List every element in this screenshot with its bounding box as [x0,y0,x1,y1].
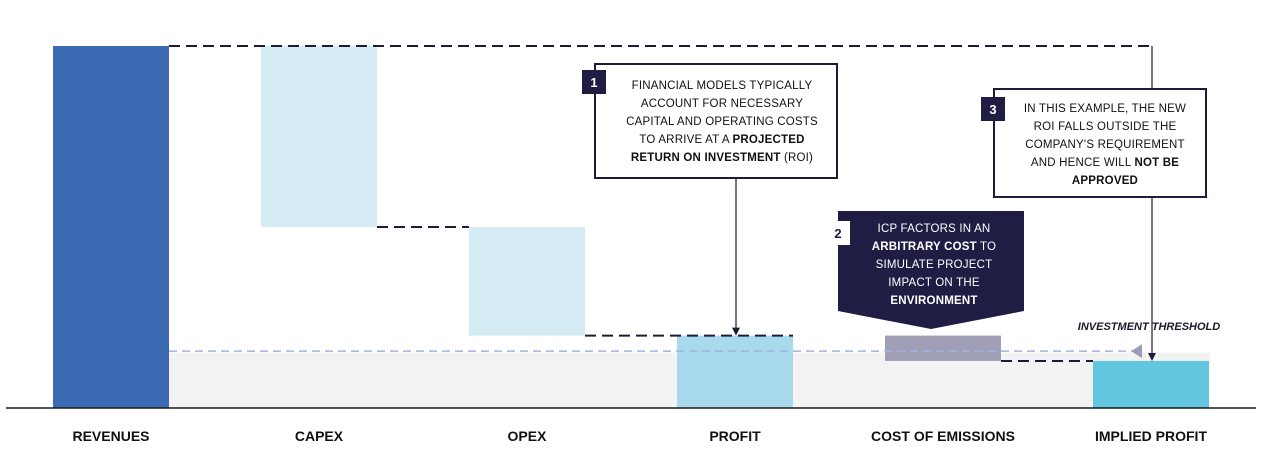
callout-2-segment: ARBITRARY COST [871,241,977,253]
callout-2-pointer [838,311,1024,329]
category-label-capex: CAPEX [295,428,344,444]
callout-1: FINANCIAL MODELS TYPICALLY ACCOUNT FOR N… [594,63,838,179]
bar-profit [677,335,793,408]
category-label-profit: PROFIT [709,428,761,444]
bar-implied-profit [1093,360,1209,408]
callout-2-segment: ENVIRONMENT [890,295,978,307]
callout-1-text: FINANCIAL MODELS TYPICALLY ACCOUNT FOR N… [626,80,818,164]
callout-3-text: IN THIS EXAMPLE, THE NEW ROI FALLS OUTSI… [1024,103,1186,187]
callout-2-number: 2 [826,221,850,245]
category-label-cost-of-emissions: COST OF EMISSIONS [871,428,1015,444]
callout-3-segment: IN THIS EXAMPLE, THE NEW ROI FALLS OUTSI… [1023,103,1187,169]
category-label-implied-profit: IMPLIED PROFIT [1095,428,1207,444]
callout-1-pointer-arrow [732,327,740,336]
category-label-revenues: REVENUES [72,428,149,444]
bar-opex [469,227,585,336]
threshold-label: INVESTMENT THRESHOLD [1078,321,1220,333]
callout-3: IN THIS EXAMPLE, THE NEW ROI FALLS OUTSI… [993,88,1207,198]
threshold-arrow [1131,344,1142,359]
bar-capex [261,46,377,227]
callout-1-number: 1 [582,70,606,94]
callout-1-segment: PROJECTED RETURN ON INVESTMENT [630,134,805,164]
callout-2-text: ICP FACTORS IN AN ARBITRARY COST TO SIMU… [872,223,996,307]
callout-3-pointer-arrow [1148,352,1156,361]
callout-1-segment: (ROI) [780,152,814,164]
callout-2-segment: ICP FACTORS IN AN [877,223,991,235]
callout-1-segment: FINANCIAL MODELS TYPICALLY ACCOUNT FOR N… [626,80,818,146]
category-label-opex: OPEX [508,428,548,444]
callout-3-number: 3 [981,97,1005,121]
callout-2: ICP FACTORS IN AN ARBITRARY COST TO SIMU… [838,211,1024,311]
callout-2-segment: TO SIMULATE PROJECT IMPACT ON THE [875,241,997,289]
callout-3-segment: NOT BE APPROVED [1071,157,1180,187]
bar-cost-of-emissions [885,335,1001,361]
bar-revenues [53,46,169,408]
